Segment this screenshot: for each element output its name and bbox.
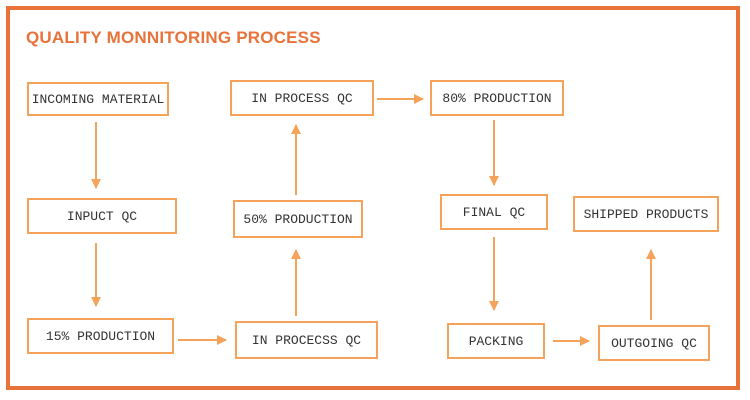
diagram-frame [6,6,740,390]
step-incoming-material: INCOMING MATERIAL [27,82,169,116]
step-inpuct-qc: INPUCT QC [27,198,177,234]
step-50-production: 50% PRODUCTION [233,200,363,238]
step-80-production: 80% PRODUCTION [430,80,564,116]
step-shipped-products: SHIPPED PRODUCTS [573,196,719,232]
step-in-procecss-qc: IN PROCECSS QC [235,321,378,359]
step-in-process-qc: IN PROCESS QC [230,80,374,116]
step-15-production: 15% PRODUCTION [27,318,174,354]
step-packing: PACKING [447,323,545,359]
step-final-qc: FINAL QC [440,194,548,230]
step-outgoing-qc: OUTGOING QC [598,325,710,361]
diagram-title: QUALITY MONNITORING PROCESS [26,28,321,47]
